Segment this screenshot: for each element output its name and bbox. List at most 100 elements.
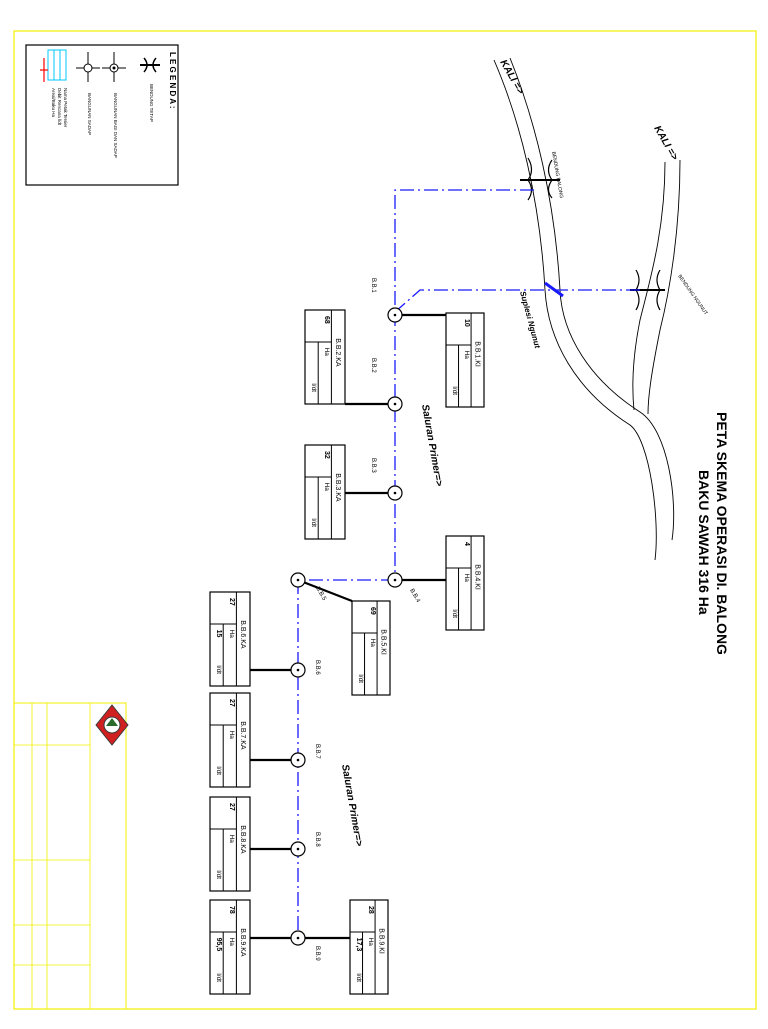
block-name: B.B.9.KI — [378, 928, 385, 954]
structure-label-bb9: B.B.9 — [314, 946, 320, 961]
offtake-lines — [250, 313, 446, 940]
block-name: B.B.9.KA — [239, 928, 246, 957]
map-subtitle: BAKU SAWAH 316 Ha — [696, 470, 712, 615]
block-area-unit: Ha — [323, 483, 330, 492]
structure-node-bb5[interactable] — [290, 572, 306, 588]
weir-label-ngunut: BENDUNG NGUNUT — [676, 274, 708, 317]
block-area-unit: Ha — [228, 731, 235, 740]
block-flow: 15 — [215, 630, 222, 638]
map-title: PETA SKEMA OPERASI DI. BALONG — [714, 412, 730, 655]
structure-node-bb2[interactable] — [387, 396, 403, 412]
weir-icon — [140, 57, 160, 73]
river-network — [493, 57, 681, 561]
structure-nodes — [290, 307, 403, 946]
block-area: 27 — [228, 598, 235, 606]
legend-box: L E G E N D A : BENDUNG TETAP BANGUNAN B… — [25, 44, 179, 186]
block-area: 78 — [228, 906, 235, 914]
block-flow: 17,3 — [355, 938, 362, 952]
block-flow-unit: l/dt — [215, 766, 222, 775]
tertiary-block-icon — [40, 49, 67, 82]
legend-label-tapping: BANGUNAN SADAP — [87, 93, 92, 135]
block-name: B.B.1.KI — [474, 341, 481, 367]
canal-label-suplesi: Suplesi Ngunut — [518, 290, 542, 349]
block-area: 32 — [323, 451, 330, 459]
weir-label-balong: BENDUNG BALONG — [550, 151, 564, 199]
block-flow-unit: l/dt — [451, 609, 458, 618]
block-flow-unit: l/dt — [310, 383, 317, 392]
block-flow-unit: l/dt — [215, 973, 222, 982]
block-area-unit: Ha — [323, 348, 330, 357]
block-area: 69 — [369, 607, 376, 615]
block-area-unit: Ha — [369, 639, 376, 648]
structure-label-bb6: B.B.6 — [314, 660, 320, 675]
canal-label-primer-2: Saluran Primer=> — [339, 764, 364, 848]
structure-node-bb9[interactable] — [290, 930, 306, 946]
block-name: B.B.7.KA — [239, 721, 246, 750]
block-area-unit: Ha — [367, 938, 374, 947]
structure-node-bb6[interactable] — [290, 662, 306, 678]
block-name: B.B.3.KA — [334, 473, 341, 502]
legend-label-weir: BENDUNG TETAP — [149, 84, 154, 122]
block-area: 10 — [463, 319, 470, 327]
structure-node-bb3[interactable] — [387, 485, 403, 501]
block-flow: 95,5 — [215, 938, 222, 952]
block-flow-unit: l/dt — [451, 386, 458, 395]
suplesi-intake — [544, 281, 564, 298]
block-name: B.B.8.KA — [239, 825, 246, 854]
sheet-frame — [13, 30, 757, 1010]
tertiary-blocks: B.B.1.KI10Hal/dtB.B.2.KA68Hal/dtB.B.3.KA… — [209, 309, 485, 995]
structure-label-bb2: B.B.2 — [370, 358, 376, 373]
emblem-logo — [95, 704, 129, 746]
block-area: 27 — [228, 803, 235, 811]
legend-label-area: Areal/Baku Ha — [51, 88, 56, 118]
block-name: B.B.2.KA — [334, 338, 341, 367]
block-flow-unit: l/dt — [215, 870, 222, 879]
block-flow-unit: l/dt — [215, 665, 222, 674]
structure-label-bb1: B.B.1 — [370, 278, 376, 293]
legend-label-division: BANGUNAN BAGI DAN SADAP — [113, 93, 118, 158]
structure-label-bb5: B.B.5 — [314, 586, 327, 602]
legend-label-flow: Debit Rencana l/dt — [57, 88, 62, 126]
legend-heading: L E G E N D A : — [168, 52, 177, 109]
structure-label-bb3: B.B.3 — [370, 458, 376, 473]
structure-label-bb4: B.B.4 — [408, 588, 421, 604]
structure-node-bb8[interactable] — [290, 841, 306, 857]
block-flow-unit: l/dt — [355, 973, 362, 982]
tapping-structure-icon — [76, 52, 100, 82]
block-area-unit: Ha — [228, 630, 235, 639]
division-structure-icon — [102, 52, 126, 82]
block-area: 68 — [323, 316, 330, 324]
block-flow-unit: l/dt — [357, 674, 364, 683]
block-area: 28 — [367, 906, 374, 914]
block-area: 27 — [228, 699, 235, 707]
river-label-1: KALI => — [497, 58, 526, 96]
block-area-unit: Ha — [228, 835, 235, 844]
river-label-2: KALI => — [651, 124, 680, 162]
block-name: B.B.6.KA — [239, 620, 246, 649]
structure-node-bb4[interactable] — [387, 572, 403, 588]
block-flow-unit: l/dt — [310, 518, 317, 527]
block-area: 4 — [463, 542, 470, 546]
structure-label-bb8: B.B.8 — [314, 832, 320, 847]
canal-label-primer-1: Saluran Primer=> — [419, 404, 444, 488]
legend-label-block-name: Nama Petak Tersier — [63, 88, 68, 128]
block-area-unit: Ha — [228, 938, 235, 947]
block-area-unit: Ha — [463, 351, 470, 360]
block-name: B.B.5.KI — [380, 629, 387, 655]
structure-node-bb7[interactable] — [290, 752, 306, 768]
structure-node-bb1[interactable] — [387, 307, 403, 323]
block-name: B.B.4.KI — [474, 564, 481, 590]
title-block — [13, 702, 129, 1010]
